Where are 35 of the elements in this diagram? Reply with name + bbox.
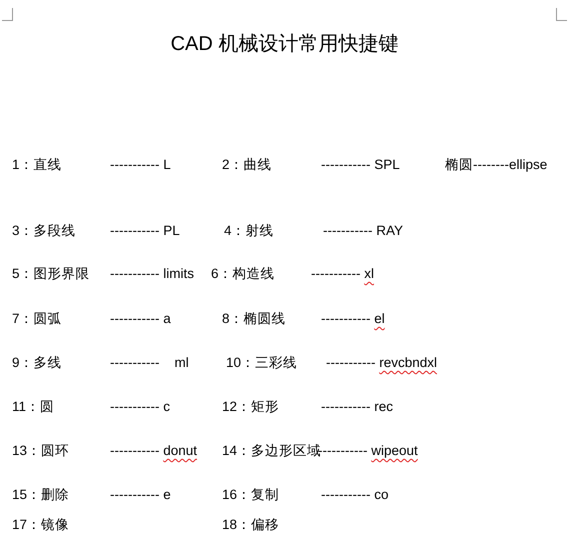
command-name: 17：镜像 [12, 516, 70, 534]
command-name: 12：矩形 [222, 398, 280, 416]
shortcut-text: ----------- a [110, 310, 171, 328]
command-name: 14：多边形区域 [222, 442, 322, 460]
shortcut-text: ----------- co [321, 486, 388, 504]
shortcut-text: ----------- el [321, 310, 385, 328]
shortcut-text: 椭圆--------ellipse [445, 156, 548, 174]
shortcut-text: ----------- xl [311, 265, 374, 283]
command-name: 13：圆环 [12, 442, 70, 460]
command-name: 11：圆 [12, 398, 54, 416]
command-name: 18：偏移 [222, 516, 280, 534]
command-name: 7：圆弧 [12, 310, 62, 328]
command-name: 5：图形界限 [12, 265, 90, 283]
command-name: 2：曲线 [222, 156, 272, 174]
shortcut-text: ----------- e [110, 486, 171, 504]
shortcut-text: ----------- L [110, 156, 171, 174]
shortcut-text: ----------- limits [110, 265, 194, 283]
title: CAD 机械设计常用快捷键 [170, 32, 400, 57]
shortcut-text: ----------- donut [110, 442, 197, 460]
shortcut-text: ----------- ml [110, 354, 189, 372]
shortcut-text: ----------- SPL [321, 156, 400, 174]
command-name: 9：多线 [12, 354, 62, 372]
command-name: 16：复制 [222, 486, 280, 504]
shortcut-text: ----------- c [110, 398, 170, 416]
shortcut-text: ----------- RAY [323, 222, 403, 240]
shortcut-text: ----------- PL [110, 222, 180, 240]
shortcut-text: ----------- revcbndxl [326, 354, 437, 372]
shortcut-text: ----------- rec [321, 398, 393, 416]
command-name: 10：三彩线 [226, 354, 298, 372]
command-name: 15：删除 [12, 486, 70, 504]
command-name: 8：椭圆线 [222, 310, 286, 328]
command-name: 4：射线 [224, 222, 274, 240]
command-name: 3：多段线 [12, 222, 76, 240]
command-name: 6：构造线 [211, 265, 275, 283]
command-name: 1：直线 [12, 156, 62, 174]
